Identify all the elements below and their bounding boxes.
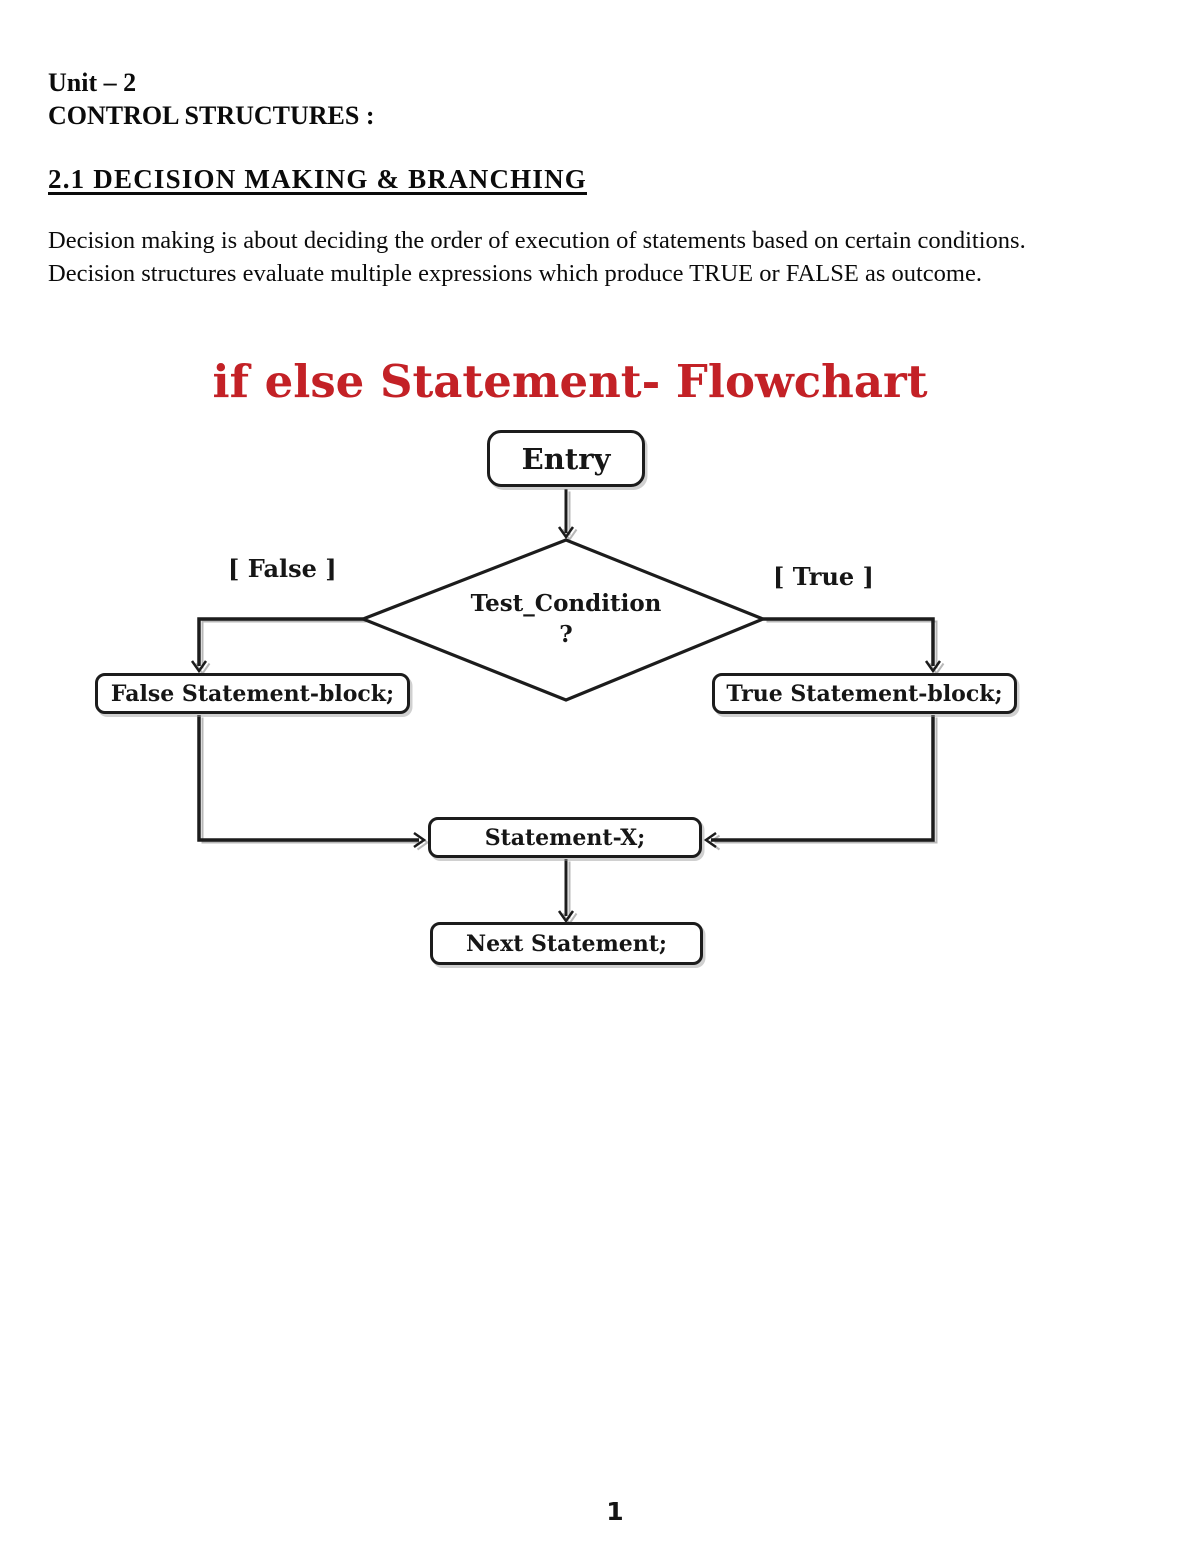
edge-true-to-statement-x (711, 715, 935, 842)
page-number: 1 (606, 1497, 624, 1526)
condition-text-line-2: ? (559, 621, 573, 648)
entry-node-label: Entry (521, 441, 611, 476)
control-structures-heading: CONTROL STRUCTURES : (48, 101, 375, 130)
arrowhead-false-to-statement-x (413, 831, 427, 849)
edge-condition-to-true (763, 617, 935, 666)
paragraph-line-1: Decision making is about deciding the or… (48, 227, 1026, 254)
paragraph-line-2: Decision structures evaluate multiple ex… (48, 260, 982, 287)
next-statement-label: Next Statement; (465, 930, 668, 957)
true-statement-block-node: True Statement-block; (712, 673, 1017, 714)
entry-node: Entry (487, 430, 645, 487)
edge-condition-to-false (197, 617, 363, 666)
condition-node-label: Test_Condition ? (441, 588, 691, 650)
arrowhead-true-to-statement-x (703, 831, 717, 849)
flowchart-title: if else Statement- Flowchart (212, 355, 928, 408)
false-edge-label: [ False ] (228, 554, 337, 583)
condition-text-line-1: Test_Condition (470, 590, 662, 617)
arrowhead-condition-to-true (924, 660, 942, 674)
arrowhead-entry-to-condition (557, 526, 575, 540)
edge-false-to-statement-x (197, 715, 419, 842)
false-statement-block-node: False Statement-block; (95, 673, 410, 714)
statement-x-label: Statement-X; (484, 824, 646, 851)
true-statement-block-label: True Statement-block; (726, 680, 1003, 707)
flowchart-connectors (190, 489, 945, 926)
arrowhead-condition-to-false (190, 660, 208, 674)
arrowhead-statement-x-to-next (557, 910, 575, 924)
intro-paragraph: Decision making is about deciding the or… (48, 224, 1158, 290)
unit-heading: Unit – 2 (48, 68, 137, 97)
true-edge-label: [ True ] (773, 562, 874, 591)
false-statement-block-label: False Statement-block; (110, 680, 395, 707)
next-statement-node: Next Statement; (430, 922, 703, 965)
section-heading: 2.1 DECISION MAKING & BRANCHING (48, 164, 587, 194)
statement-x-node: Statement-X; (428, 817, 702, 858)
condition-diamond (358, 538, 768, 702)
